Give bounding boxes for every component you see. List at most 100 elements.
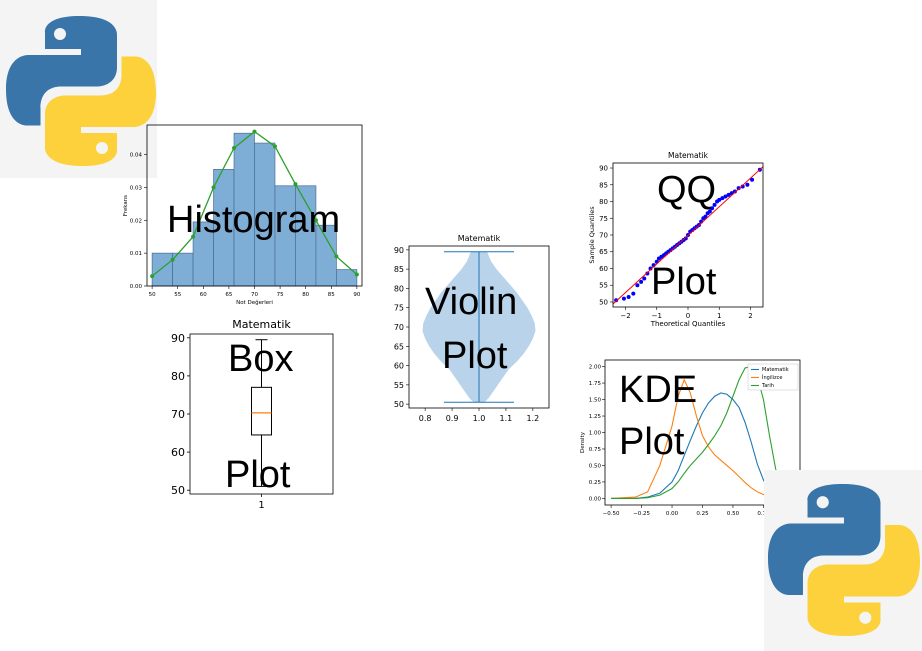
frequency-point [313,218,318,223]
frequency-point [272,144,277,149]
y-tick-label: 70 [171,408,185,421]
qq-point [648,266,653,271]
x-tick-label: 55 [174,292,181,298]
x-tick-label: 1.1 [500,414,513,423]
y-tick-label: 1.00 [589,431,602,437]
frequency-point [354,272,359,277]
y-tick-label: 55 [394,381,404,390]
frequency-point [334,254,339,259]
kde-line-3 [611,365,795,499]
x-tick-label: 0.8 [419,414,432,423]
y-tick-label: 0.03 [130,185,143,191]
qq-point [614,298,619,303]
y-tick-label: 0.25 [589,480,602,486]
qq-point [621,296,626,301]
qq-point [750,177,755,182]
y-tick-label: 65 [599,248,608,256]
reference-line [612,166,764,305]
python-logo-icon [764,470,922,651]
x-tick-label: 75 [277,292,284,298]
y-tick-label: 90 [599,165,608,173]
qq-point [720,196,725,201]
legend-label: Tarih [761,383,774,389]
y-tick-label: 85 [394,265,404,274]
qq-point [726,192,731,197]
y-tick-label: 0.04 [130,153,143,159]
qq-point [631,291,636,296]
frequency-point [191,234,196,239]
chart-title: Matematik [458,234,501,243]
kde-caption-1: KDE [619,369,697,411]
frequency-point [211,185,216,190]
violin-caption-1: Violin [425,281,517,323]
frequency-point [293,182,298,187]
y-tick-label: 90 [171,332,185,345]
y-tick-label: 1.75 [589,381,602,387]
y-tick-label: 2.00 [589,365,602,371]
y-tick-label: 50 [171,484,185,497]
qq-point [717,197,722,202]
chart-title: Matematik [232,318,291,331]
y-tick-label: 0.01 [130,251,142,257]
x-tick-label: 1.0 [473,414,486,423]
y-tick-label: 80 [599,198,608,206]
y-tick-label: 1.25 [589,414,602,420]
y-tick-label: 60 [171,446,185,459]
histogram-bar [172,252,194,287]
chart-title: Matematik [668,151,709,160]
x-axis-label: Theoretical Quantiles [650,320,726,328]
x-tick-label: −0.50 [603,511,620,517]
y-axis-label: Frekans [123,195,129,216]
y-tick-label: 80 [171,370,185,383]
y-tick-label: 50 [394,400,404,409]
y-tick-label: 65 [394,342,404,351]
y-tick-label: 75 [394,304,404,313]
x-tick-label: 0.00 [666,511,679,517]
x-tick-label: 1 [717,312,721,320]
x-axis-label: Not Değerleri [236,299,273,306]
y-tick-label: 0.00 [589,496,602,502]
qq-point [645,271,650,276]
box-caption-1: Box [228,338,293,380]
y-tick-label: 0.02 [130,218,142,224]
x-tick-label: 2 [748,312,752,320]
x-tick-label: 80 [302,292,309,298]
qq-point [642,276,647,281]
frequency-point [232,146,237,150]
y-tick-label: 90 [394,246,404,255]
x-tick-label: 0 [686,312,690,320]
frequency-point [170,257,175,262]
y-tick-label: 60 [394,362,404,371]
y-tick-label: 75 [599,215,608,223]
x-tick-label: 70 [251,292,258,298]
python-logo-icon [0,0,157,178]
kde-caption-2: Plot [619,421,685,463]
x-tick-label: 0.25 [696,511,709,517]
y-tick-label: 60 [599,265,608,273]
y-tick-label: 80 [394,284,404,293]
y-tick-label: 1.50 [589,398,602,404]
qq-point [732,189,737,194]
x-tick-label: 90 [353,292,360,298]
box-caption-2: Plot [225,454,291,496]
qq-point [626,294,631,299]
x-tick-label: 0.9 [446,414,459,423]
y-tick-label: 0.75 [589,447,602,453]
y-tick-label: 70 [599,232,608,240]
y-tick-label: 70 [394,323,404,332]
qq-point [736,186,741,191]
qq-point [703,214,708,219]
y-tick-label: 55 [599,282,608,290]
violin-caption-2: Plot [442,335,508,377]
qq-point [745,182,750,187]
x-tick-label: −0.25 [633,511,650,517]
y-tick-label: 85 [599,181,608,189]
qq-caption-2: Plot [651,261,717,303]
legend-label: İngilizce [762,374,782,381]
y-axis-label: Sample Quantiles [588,206,596,264]
frequency-point [150,274,155,279]
qq-caption-1: QQ [657,169,716,211]
qq-point [683,236,688,241]
